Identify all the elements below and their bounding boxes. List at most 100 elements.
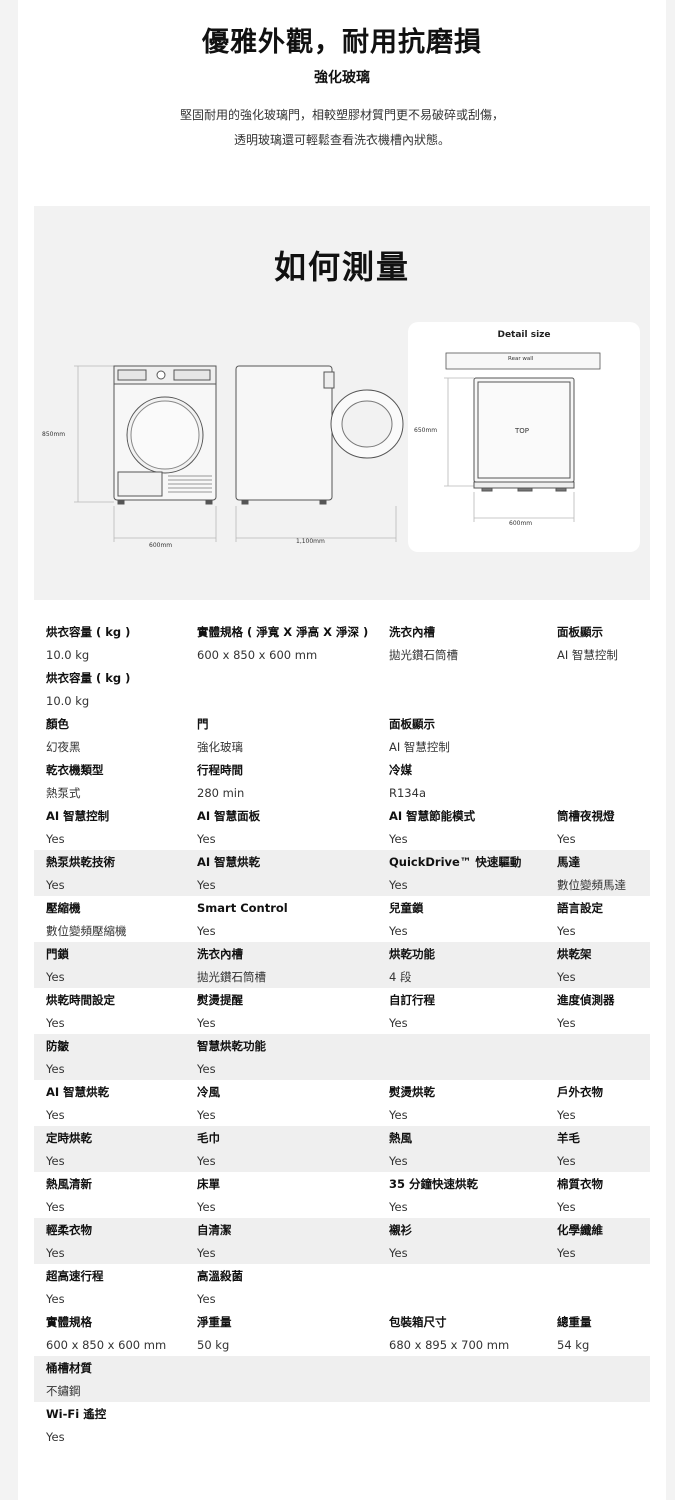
- spec-label-row: 防皺 智慧烘乾功能: [34, 1034, 650, 1057]
- spec-label-row: 烘衣容量 ( kg ): [34, 666, 650, 689]
- spec-label-row: 乾衣機類型行程時間冷媒: [34, 758, 650, 781]
- spec-value: 4 段: [389, 969, 412, 984]
- spec-value-row: 10.0 kg: [34, 689, 650, 712]
- spec-label: 冷媒: [389, 762, 412, 777]
- spec-value: Yes: [197, 1245, 216, 1260]
- spec-label: 兒童鎖: [389, 900, 424, 915]
- spec-label: Wi-Fi 遙控: [46, 1406, 107, 1421]
- spec-value: Yes: [557, 1015, 576, 1030]
- spec-label: 35 分鐘快速烘乾: [389, 1176, 479, 1191]
- spec-value: Yes: [46, 1199, 65, 1214]
- spec-value-row: 幻夜黑 強化玻璃 AI 智慧控制: [34, 735, 650, 758]
- hero-subtitle: 強化玻璃: [314, 70, 370, 86]
- spec-label: 防皺: [46, 1038, 69, 1053]
- spec-label-row: 烘乾時間設定熨燙提醒自訂行程進度偵測器: [34, 988, 650, 1011]
- spec-value: Yes: [389, 1199, 408, 1214]
- spec-label: Smart Control: [197, 900, 288, 915]
- spec-label: 桶槽材質: [46, 1360, 92, 1375]
- spec-value: Yes: [46, 969, 65, 984]
- spec-value: 幻夜黑: [46, 739, 81, 754]
- spec-group: 顏色門面板顯示幻夜黑 強化玻璃 AI 智慧控制: [34, 712, 650, 758]
- spec-label-row: AI 智慧烘乾冷風熨燙烘乾戶外衣物: [34, 1080, 650, 1103]
- spec-value: Yes: [197, 1153, 216, 1168]
- spec-label: 熱風清新: [46, 1176, 92, 1191]
- spec-label: 冷風: [197, 1084, 220, 1099]
- spec-value: Yes: [557, 923, 576, 938]
- spec-label: 羊毛: [557, 1130, 580, 1145]
- spec-value: 280 min: [197, 785, 245, 800]
- height-label: 850mm: [42, 431, 66, 438]
- dryer-top-view: [473, 377, 575, 492]
- spec-label: 實體規格: [46, 1314, 92, 1329]
- spec-label: 床單: [197, 1176, 220, 1191]
- spec-value: AI 智慧控制: [557, 647, 618, 662]
- spec-label: AI 智慧節能模式: [389, 808, 476, 823]
- spec-value: Yes: [197, 1061, 216, 1076]
- spec-value: Yes: [557, 1107, 576, 1122]
- page: 優雅外觀，耐用抗磨損 強化玻璃 堅固耐用的強化玻璃門，相較塑膠材質門更不易破碎或…: [18, 0, 666, 1500]
- spec-label-row: 顏色門面板顯示: [34, 712, 650, 735]
- spec-value: 680 x 895 x 700 mm: [389, 1337, 510, 1352]
- spec-value: Yes: [389, 923, 408, 938]
- spec-value: 50 kg: [197, 1337, 230, 1352]
- spec-label: 定時烘乾: [46, 1130, 92, 1145]
- spec-value: Yes: [197, 1291, 216, 1306]
- spec-label: 熨燙烘乾: [389, 1084, 435, 1099]
- spec-group: 烘衣容量 ( kg )實體規格 ( 淨寬 X 淨高 X 淨深 )洗衣內槽面板顯示…: [34, 620, 650, 666]
- spec-value: Yes: [557, 1199, 576, 1214]
- spec-label-row: Wi-Fi 遙控: [34, 1402, 650, 1425]
- spec-value: Yes: [197, 1015, 216, 1030]
- spec-label: 智慧烘乾功能: [197, 1038, 266, 1053]
- spec-label: 洗衣內槽: [389, 624, 435, 639]
- spec-label: 行程時間: [197, 762, 243, 777]
- spec-value: 強化玻璃: [197, 739, 243, 754]
- spec-value: R134a: [389, 785, 426, 800]
- spec-label: 面板顯示: [389, 716, 435, 731]
- dryer-side-view: [235, 365, 404, 505]
- spec-value: Yes: [46, 1153, 65, 1168]
- spec-value: 數位變頻壓縮機: [46, 923, 127, 938]
- spec-value: 熱泵式: [46, 785, 81, 800]
- spec-label: 烘衣容量 ( kg ): [46, 624, 131, 639]
- spec-label: 實體規格 ( 淨寬 X 淨高 X 淨深 ): [197, 624, 369, 639]
- rear-wall-label: Rear wall: [508, 356, 534, 362]
- spec-label: 自清潔: [197, 1222, 232, 1237]
- spec-label: 高溫殺菌: [197, 1268, 243, 1283]
- hero-desc-line1: 堅固耐用的強化玻璃門，相較塑膠材質門更不易破碎或刮傷，: [179, 108, 504, 122]
- detail-size-card: Detail size: [408, 322, 640, 552]
- spec-value: Yes: [46, 1245, 65, 1260]
- spec-value: AI 智慧控制: [389, 739, 450, 754]
- hero-desc-line2: 透明玻璃還可輕鬆查看洗衣機槽內狀態。: [233, 133, 450, 147]
- spec-label: 進度偵測器: [557, 992, 615, 1007]
- spec-value: Yes: [389, 1107, 408, 1122]
- spec-value: Yes: [389, 1245, 408, 1260]
- spec-value: Yes: [46, 1061, 65, 1076]
- spec-label: 烘乾時間設定: [46, 992, 115, 1007]
- spec-label: 淨重量: [197, 1314, 232, 1329]
- spec-label: 自訂行程: [389, 992, 435, 1007]
- spec-label-row: 桶槽材質: [34, 1356, 650, 1379]
- spec-label: 烘衣容量 ( kg ): [46, 670, 131, 685]
- spec-label: 超高速行程: [46, 1268, 104, 1283]
- spec-value: 不鏽鋼: [46, 1383, 81, 1398]
- detail-width-label: 600mm: [509, 520, 533, 527]
- spec-label-row: 門鎖洗衣內槽烘乾功能烘乾架: [34, 942, 650, 965]
- spec-value: Yes: [197, 1199, 216, 1214]
- spec-label: 包裝箱尺寸: [389, 1314, 447, 1329]
- spec-label-row: 輕柔衣物自清潔襯衫化學纖維: [34, 1218, 650, 1241]
- spec-value: 10.0 kg: [46, 693, 90, 708]
- spec-value: Yes: [389, 1015, 408, 1030]
- spec-label: 馬達: [557, 854, 580, 869]
